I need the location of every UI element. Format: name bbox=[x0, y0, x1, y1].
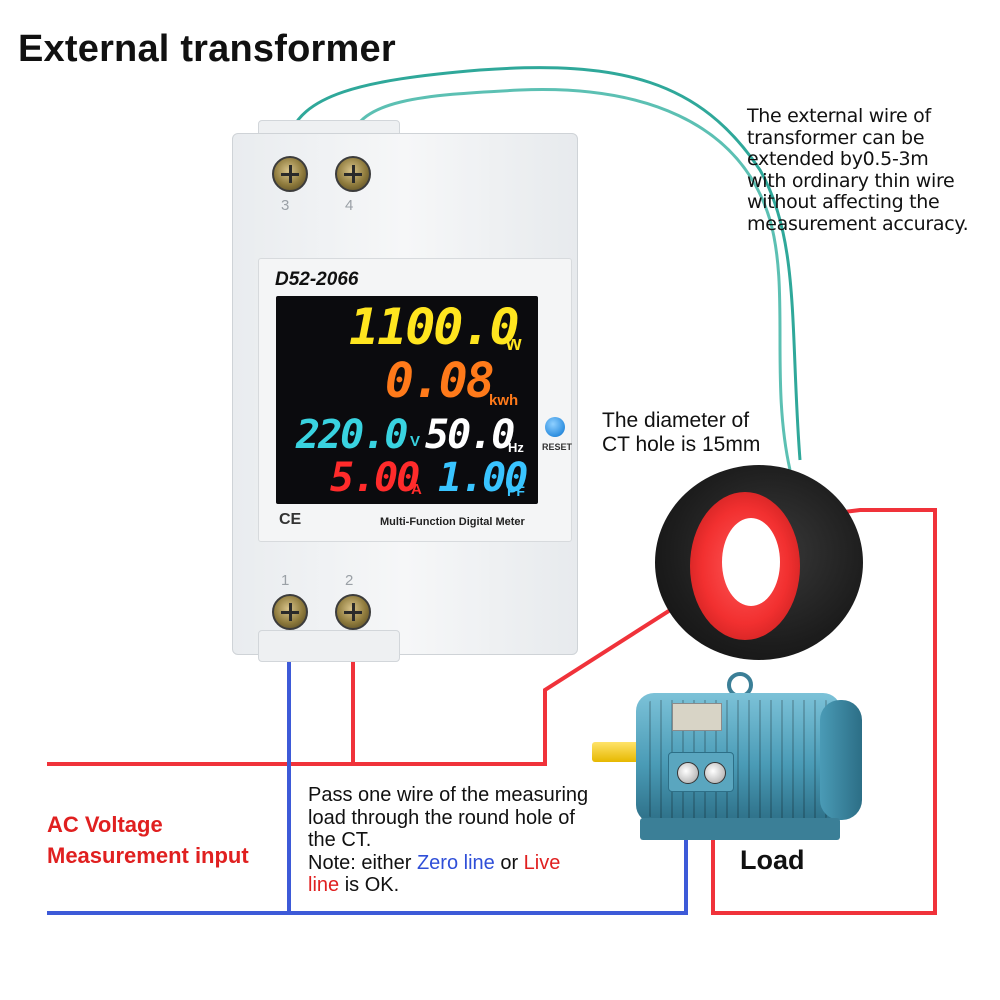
note-text: is OK. bbox=[339, 874, 400, 896]
load-label: Load bbox=[740, 845, 805, 875]
frequency-reading: 50.0 bbox=[425, 412, 515, 458]
live-line-text: line bbox=[308, 874, 340, 896]
label-line: AC Voltage bbox=[47, 812, 163, 837]
note-line: the CT. bbox=[308, 829, 372, 851]
ct-lead-wire bbox=[348, 88, 792, 471]
ct-hole bbox=[722, 518, 780, 606]
note-line: measurement accuracy. bbox=[747, 212, 969, 235]
motor-shaft bbox=[592, 742, 640, 762]
power-reading: 1100.0 bbox=[349, 298, 520, 356]
motor-terminal bbox=[704, 762, 726, 784]
live-text: Live bbox=[523, 851, 561, 874]
terminal-number: 2 bbox=[345, 572, 354, 589]
terminal-screw-1 bbox=[272, 594, 308, 630]
motor-nameplate bbox=[672, 703, 722, 731]
note-line: Note: either Zero line or Live bbox=[308, 852, 588, 875]
terminal-number: 3 bbox=[281, 197, 290, 214]
energy-reading: 0.08 bbox=[385, 353, 495, 409]
note-line: The external wire of bbox=[747, 105, 931, 127]
live-wire bbox=[47, 538, 782, 766]
page-title: External transformer bbox=[18, 28, 396, 70]
meter-din-clip-bottom bbox=[258, 630, 400, 662]
pf-reading: 1.00 bbox=[438, 455, 528, 501]
reset-button[interactable] bbox=[545, 417, 565, 437]
frequency-unit: Hz bbox=[508, 440, 524, 455]
note-line: extended by0.5-3m bbox=[747, 148, 929, 170]
note-line: CT hole is 15mm bbox=[602, 433, 761, 456]
ct-lead-wire bbox=[286, 66, 802, 461]
pf-unit: PF bbox=[507, 483, 525, 499]
note-line: with ordinary thin wire bbox=[747, 169, 955, 192]
lcd-display bbox=[276, 296, 538, 504]
label-line: Measurement input bbox=[47, 843, 249, 868]
reset-label: RESET bbox=[542, 442, 573, 452]
motor-base bbox=[640, 818, 840, 840]
zero-line-text: Zero line bbox=[416, 851, 495, 874]
current-reading: 5.00 bbox=[330, 455, 420, 501]
note-line: line is OK. bbox=[308, 874, 588, 897]
note-line: without affecting the bbox=[747, 191, 940, 213]
ce-mark: CE bbox=[279, 511, 302, 528]
terminal-screw-3 bbox=[272, 156, 308, 192]
ct-diameter-note: The diameter of CT hole is 15mm bbox=[602, 409, 760, 457]
pass-wire-note: Pass one wire of the measuring load thro… bbox=[308, 784, 588, 897]
terminal-screw-4 bbox=[335, 156, 371, 192]
voltage-reading: 220.0 bbox=[296, 412, 408, 458]
motor-fan-cover bbox=[820, 700, 862, 820]
meter-caption: Multi-Function Digital Meter bbox=[380, 516, 525, 528]
note-line: Pass one wire of the measuring bbox=[308, 784, 589, 806]
external-wire-note: The external wire of transformer can be … bbox=[747, 105, 997, 235]
terminal-screw-2 bbox=[335, 594, 371, 630]
terminal-number: 1 bbox=[281, 572, 290, 589]
note-line: transformer can be bbox=[747, 126, 925, 149]
note-text: Note: either bbox=[308, 851, 417, 874]
ac-voltage-input-label: AC Voltage Measurement input bbox=[47, 809, 249, 871]
energy-unit: kwh bbox=[489, 392, 519, 409]
note-text: or bbox=[494, 851, 524, 874]
current-unit: A bbox=[411, 481, 422, 498]
note-line: The diameter of bbox=[602, 409, 750, 432]
note-line: load through the round hole of bbox=[308, 806, 575, 829]
meter-model: D52-2066 bbox=[275, 269, 359, 290]
terminal-number: 4 bbox=[345, 197, 354, 214]
voltage-unit: V bbox=[410, 433, 421, 450]
motor-terminal bbox=[677, 762, 699, 784]
power-unit: w bbox=[506, 333, 522, 355]
